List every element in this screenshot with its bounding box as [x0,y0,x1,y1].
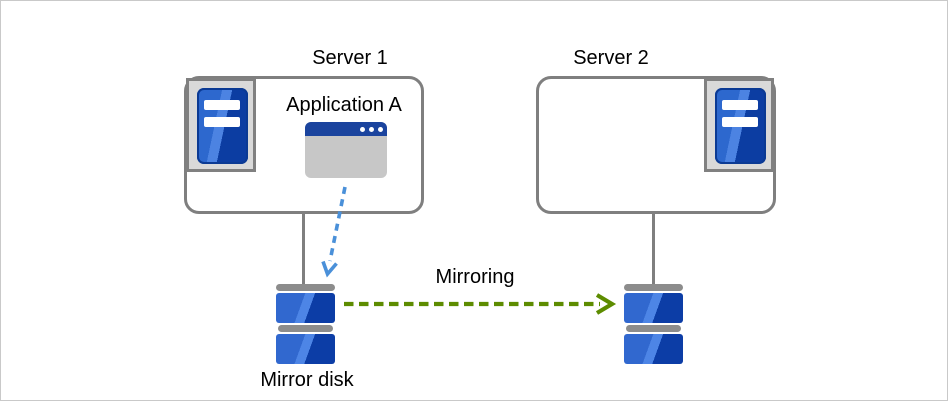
disk-platter [624,334,683,364]
disk-platter [276,334,335,364]
mirroring-arrow [344,293,617,315]
server-tower-slot [203,116,240,128]
app-window-dot [378,126,383,132]
disk-cap [624,284,683,291]
server1-server-tower-icon [186,78,256,172]
app-window-dot [360,126,365,132]
disk-cap [276,284,335,291]
disk-platter [624,293,683,323]
server1-label: Server 1 [312,47,388,69]
server-tower-body [197,88,248,164]
app-window-dot [369,126,374,132]
mirror-disk-label: Mirror disk [260,369,354,391]
server1-disk-connector [302,214,305,285]
server-tower-body [715,88,766,164]
disk-cap [626,325,681,332]
app-window-titlebar [305,122,387,136]
disk-cap [278,325,333,332]
right-mirror-disk-icon [624,284,683,364]
application-label: Application A [286,94,402,116]
disk-platter [276,293,335,323]
left-mirror-disk-icon [276,284,335,364]
app-window-icon [305,122,387,178]
mirroring-label: Mirroring [435,266,515,288]
server-tower-slot [203,100,240,111]
server2-server-tower-icon [704,78,774,172]
server-tower-slot [721,116,758,128]
server2-label: Server 2 [573,47,649,69]
server2-disk-connector [652,214,655,285]
server-tower-slot [721,100,758,111]
